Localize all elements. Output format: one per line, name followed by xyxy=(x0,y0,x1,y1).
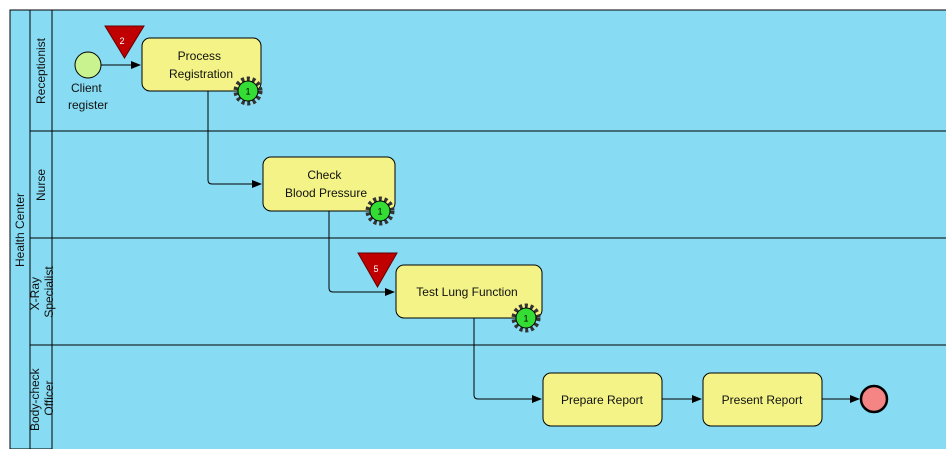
task-box[interactable] xyxy=(395,264,543,319)
lane-label: Body-check Officer xyxy=(28,365,56,431)
marker-count: 5 xyxy=(373,264,378,274)
token-count: 1 xyxy=(245,87,250,97)
start-event-label: Client register xyxy=(68,81,108,112)
sequence-flows xyxy=(101,61,860,403)
lane-receptionist[interactable]: Receptionist xyxy=(29,9,53,132)
marker-flag-icon: 5 xyxy=(357,252,398,289)
lane-nurse[interactable]: Nurse xyxy=(29,130,53,239)
token-gear-icon: 1 xyxy=(511,303,541,333)
token-count: 1 xyxy=(377,207,382,217)
token-gear-icon: 1 xyxy=(365,196,395,226)
lane-label: Nurse xyxy=(34,169,48,201)
token-count: 1 xyxy=(523,314,528,324)
task-label: Present Report xyxy=(722,393,803,407)
task-label: Check Blood Pressure xyxy=(285,168,367,200)
lane-label: Receptionist xyxy=(34,37,48,104)
task-present-report[interactable]: Present Report xyxy=(702,372,823,427)
lane-body-check-officer[interactable]: Body-check Officer xyxy=(28,344,56,449)
flow-lung-to-prepare-report xyxy=(473,318,542,403)
task-label: Test Lung Function xyxy=(416,285,517,299)
task-label: Process Registration xyxy=(169,49,233,81)
task-prepare-report[interactable]: Prepare Report xyxy=(542,372,663,427)
task-process-registration[interactable]: Process Registration 1 xyxy=(141,37,263,106)
task-box[interactable] xyxy=(542,372,663,427)
task-test-lung-function[interactable]: Test Lung Function 1 xyxy=(395,264,543,333)
task-box[interactable] xyxy=(702,372,823,427)
lane-label: X-Ray Specialist xyxy=(28,266,56,318)
flow-blood-pressure-to-lung xyxy=(328,211,395,296)
end-event[interactable] xyxy=(859,384,889,414)
start-event-circle[interactable] xyxy=(74,51,102,79)
task-box[interactable] xyxy=(141,37,262,92)
start-event[interactable]: Client register xyxy=(68,51,108,112)
task-label: Prepare Report xyxy=(561,393,644,407)
flow-registration-to-blood-pressure xyxy=(207,91,262,188)
task-box[interactable] xyxy=(262,156,396,212)
pool-label: Health Center xyxy=(13,193,27,267)
end-event-circle[interactable] xyxy=(859,384,889,414)
marker-flag-icon: 2 xyxy=(104,25,145,59)
task-check-blood-pressure[interactable]: Check Blood Pressure 1 xyxy=(262,156,396,226)
lane-xray-specialist[interactable]: X-Ray Specialist xyxy=(28,237,56,346)
token-gear-icon: 1 xyxy=(233,76,263,106)
marker-count: 2 xyxy=(119,36,124,46)
